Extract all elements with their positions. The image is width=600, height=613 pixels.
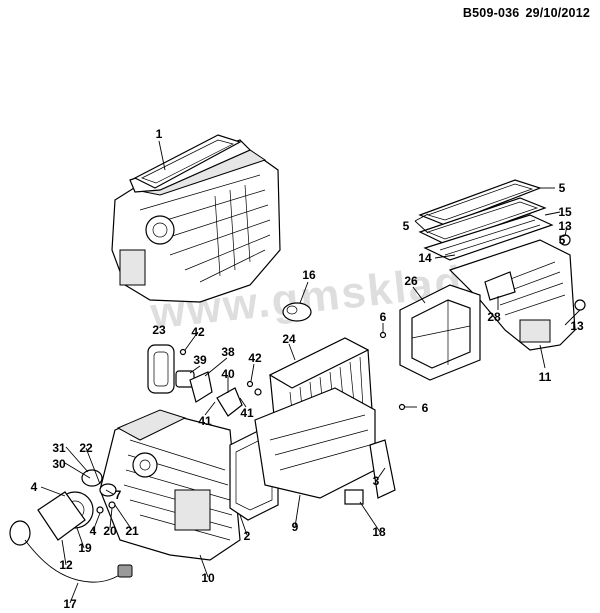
callout-5-lower: 5 bbox=[558, 233, 566, 247]
callout-38: 38 bbox=[221, 345, 235, 359]
callout-41-left: 41 bbox=[198, 414, 212, 428]
callout-31: 31 bbox=[52, 441, 66, 455]
callout-7: 7 bbox=[114, 488, 122, 502]
callout-30: 30 bbox=[52, 457, 66, 471]
callout-1: 1 bbox=[155, 127, 163, 141]
callout-4-lower: 4 bbox=[89, 524, 97, 538]
callout-42-left: 42 bbox=[191, 325, 205, 339]
small-clip-16 bbox=[282, 302, 312, 322]
callout-22: 22 bbox=[79, 441, 93, 455]
callout-16: 16 bbox=[302, 268, 316, 282]
diagram-date: 29/10/2012 bbox=[525, 6, 590, 20]
diagram-header: B509-036 29/10/2012 bbox=[463, 6, 590, 20]
callout-21: 21 bbox=[125, 524, 139, 538]
callout-4-left: 4 bbox=[30, 480, 38, 494]
callout-13-lower: 13 bbox=[570, 319, 584, 333]
callout-42-right: 42 bbox=[248, 351, 262, 365]
callout-18: 18 bbox=[372, 525, 386, 539]
air-inlet-frame bbox=[399, 284, 481, 381]
callout-13-upper: 13 bbox=[558, 219, 572, 233]
callout-17: 17 bbox=[63, 597, 77, 611]
callout-19: 19 bbox=[78, 541, 92, 555]
callout-23: 23 bbox=[152, 323, 166, 337]
callout-41-right: 41 bbox=[240, 406, 254, 420]
wiring-harness-17 bbox=[9, 520, 133, 583]
callout-10: 10 bbox=[201, 571, 215, 585]
callout-3: 3 bbox=[372, 474, 380, 488]
callout-2: 2 bbox=[243, 529, 251, 543]
callout-5-top: 5 bbox=[558, 181, 566, 195]
callout-6-lower: 6 bbox=[421, 401, 429, 415]
callout-14: 14 bbox=[418, 251, 432, 265]
callout-40: 40 bbox=[221, 367, 235, 381]
leader-lines bbox=[40, 140, 581, 604]
callout-24: 24 bbox=[282, 332, 296, 346]
diagram-code: B509-036 bbox=[462, 6, 520, 20]
callout-28: 28 bbox=[487, 310, 501, 324]
callout-11: 11 bbox=[538, 370, 552, 384]
callout-39: 39 bbox=[193, 353, 207, 367]
callout-20: 20 bbox=[103, 524, 117, 538]
gasket-23 bbox=[147, 344, 175, 394]
upper-filter-frames bbox=[418, 179, 554, 261]
callout-6-upper: 6 bbox=[379, 310, 387, 324]
callout-9: 9 bbox=[291, 520, 299, 534]
callout-12: 12 bbox=[59, 558, 73, 572]
callout-15: 15 bbox=[558, 205, 572, 219]
callout-26: 26 bbox=[404, 274, 418, 288]
right-blower-housing bbox=[448, 234, 586, 351]
lower-hvac-housing bbox=[99, 409, 241, 561]
callout-5-left: 5 bbox=[402, 219, 410, 233]
